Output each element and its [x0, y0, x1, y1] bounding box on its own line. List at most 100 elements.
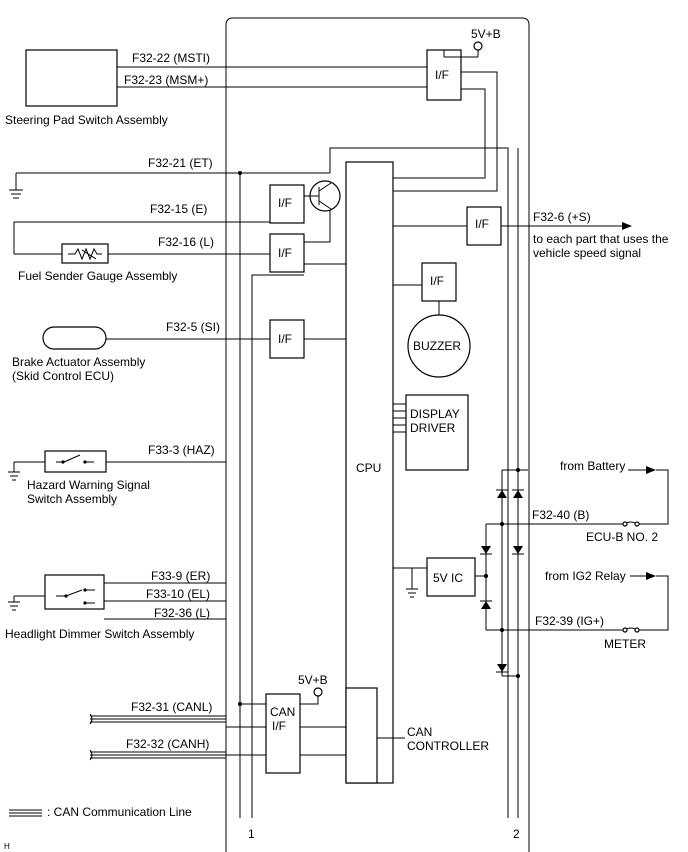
hazard-switch: [44, 450, 107, 473]
wire-e: [13, 221, 270, 254]
if-label-fuel-e: I/F: [278, 196, 292, 210]
fuel-resistor-icon: [68, 247, 102, 261]
brake-label-1: Brake Actuator Assembly: [12, 355, 145, 369]
headlight-contact-2: [83, 588, 87, 592]
pin-canl-label: F32-31 (CANL): [131, 700, 212, 714]
et-ground-symbol: [9, 189, 23, 199]
buzzer: [407, 314, 471, 378]
hazard-label-2: Switch Assembly: [27, 492, 117, 506]
if-to-cpu-2: [393, 88, 486, 179]
if-block-buzzer: [421, 262, 457, 302]
pin-canh-label: F32-32 (CANH): [126, 737, 209, 751]
v5b-top-terminal: [473, 41, 483, 51]
if-to-cpu-1: [393, 71, 498, 192]
pin-er-label: F33-9 (ER): [151, 569, 210, 583]
from-battery-label: from Battery: [560, 459, 625, 473]
can-controller-block: [345, 687, 378, 784]
ground-1-label: 1: [248, 827, 255, 841]
pin-et-label: F32-21 (ET): [148, 156, 213, 170]
hazard-contact-2: [83, 460, 87, 464]
v5b-top-label: 5V+B: [471, 27, 501, 41]
can-controller-label-1: CAN: [407, 725, 432, 739]
hazard-label-1: Hazard Warning Signal: [27, 478, 150, 492]
ground-bus-1: [251, 274, 304, 818]
if-label-speed: I/F: [475, 217, 489, 231]
pin-haz-label: F33-3 (HAZ): [148, 443, 215, 457]
fuel-l-to-transistor: [304, 210, 331, 243]
steering-pad-label: Steering Pad Switch Assembly: [5, 113, 168, 127]
fuse-meter-end-1: [634, 627, 640, 633]
if-block-brake: [269, 319, 305, 359]
pin-msm-label: F32-23 (MSM+): [124, 73, 208, 87]
pin-e-label: F32-15 (E): [150, 202, 207, 216]
hazard-contact-1: [61, 460, 65, 464]
legend-label: : CAN Communication Line: [47, 805, 192, 819]
et-to-transistor: [329, 147, 509, 818]
meter-ecu-outline: [225, 17, 530, 852]
can-bus-lines: [89, 713, 226, 761]
5v-ic-ground: [406, 568, 418, 598]
fuse-meter-end-2: [622, 627, 628, 633]
pin-el-label: F33-10 (EL): [146, 587, 210, 601]
if-block-fuel-l: [269, 233, 305, 273]
ground-2-label: 2: [513, 827, 520, 841]
speed-desc-2: vehicle speed signal: [533, 246, 641, 260]
headlight-dimmer-switch: [44, 574, 105, 610]
v5b-can-lead: [300, 696, 319, 705]
if-block-steering: [426, 49, 462, 101]
if-label-steering: I/F: [435, 68, 449, 82]
display-label-2: DRIVER: [410, 421, 456, 435]
headlight-contact-1: [64, 594, 68, 598]
fuse-ecub-end-1: [634, 521, 640, 527]
if-block-fuel-e: [269, 184, 305, 224]
speed-desc-1: to each part that uses the: [533, 232, 669, 246]
headlight-ground-symbol: [8, 601, 20, 611]
corner-mark: H: [4, 842, 10, 851]
pin-s-label: F32-6 (+S): [533, 210, 591, 224]
meter-label: METER: [604, 637, 646, 651]
can-if-label-1: CAN: [270, 705, 295, 719]
pin-msti-label: F32-22 (MSTI): [132, 51, 210, 65]
brake-actuator: [42, 326, 107, 350]
can-controller-label-2: CONTROLLER: [407, 739, 489, 753]
buzzer-label: BUZZER: [413, 339, 461, 353]
display-label-1: DISPLAY: [410, 407, 460, 421]
can-if-label-2: I/F: [272, 719, 286, 733]
can-if-block: [265, 693, 301, 774]
diode-network: [475, 468, 528, 678]
if-label-fuel-l: I/F: [278, 246, 292, 260]
transistor-inner: [303, 182, 332, 210]
brake-label-2: (Skid Control ECU): [12, 369, 114, 383]
hazard-switch-icon: [56, 454, 94, 463]
speed-arrow: [622, 222, 632, 230]
pin-l16-label: F32-16 (L): [158, 235, 214, 249]
v5b-can-terminal: [313, 687, 323, 697]
headlight-label: Headlight Dimmer Switch Assembly: [5, 627, 194, 641]
cpu-label: CPU: [356, 461, 381, 475]
ecub-label: ECU-B NO. 2: [586, 530, 658, 544]
fuel-sender-label: Fuel Sender Gauge Assembly: [18, 269, 177, 283]
ig2-arrow: [646, 572, 656, 580]
display-bus-lines: [393, 403, 406, 433]
battery-arrow: [646, 466, 656, 474]
pin-b-label: F32-40 (B): [532, 508, 589, 522]
from-ig2-label: from IG2 Relay: [545, 569, 626, 583]
fuse-ecub-end-2: [622, 521, 628, 527]
pin-ig-label: F32-39 (IG+): [535, 614, 604, 628]
if-label-brake: I/F: [278, 332, 292, 346]
5v-ic-label: 5V IC: [433, 571, 463, 585]
if-label-buzzer: I/F: [430, 274, 444, 288]
pin-l36-label: F32-36 (L): [154, 606, 210, 620]
if-block-speed: [466, 206, 502, 246]
battery-loop: [637, 469, 669, 525]
can-legend-line: [9, 809, 42, 817]
pin-si-label: F32-5 (SI): [166, 320, 220, 334]
ig2-loop: [637, 575, 669, 631]
v5b-can-label: 5V+B: [298, 673, 328, 687]
headlight-contact-3: [83, 601, 87, 605]
5v-ic-block: [426, 557, 476, 597]
cpu-block: [345, 161, 394, 784]
steering-pad-switch: [25, 49, 118, 107]
haz-ground-symbol: [8, 471, 20, 481]
